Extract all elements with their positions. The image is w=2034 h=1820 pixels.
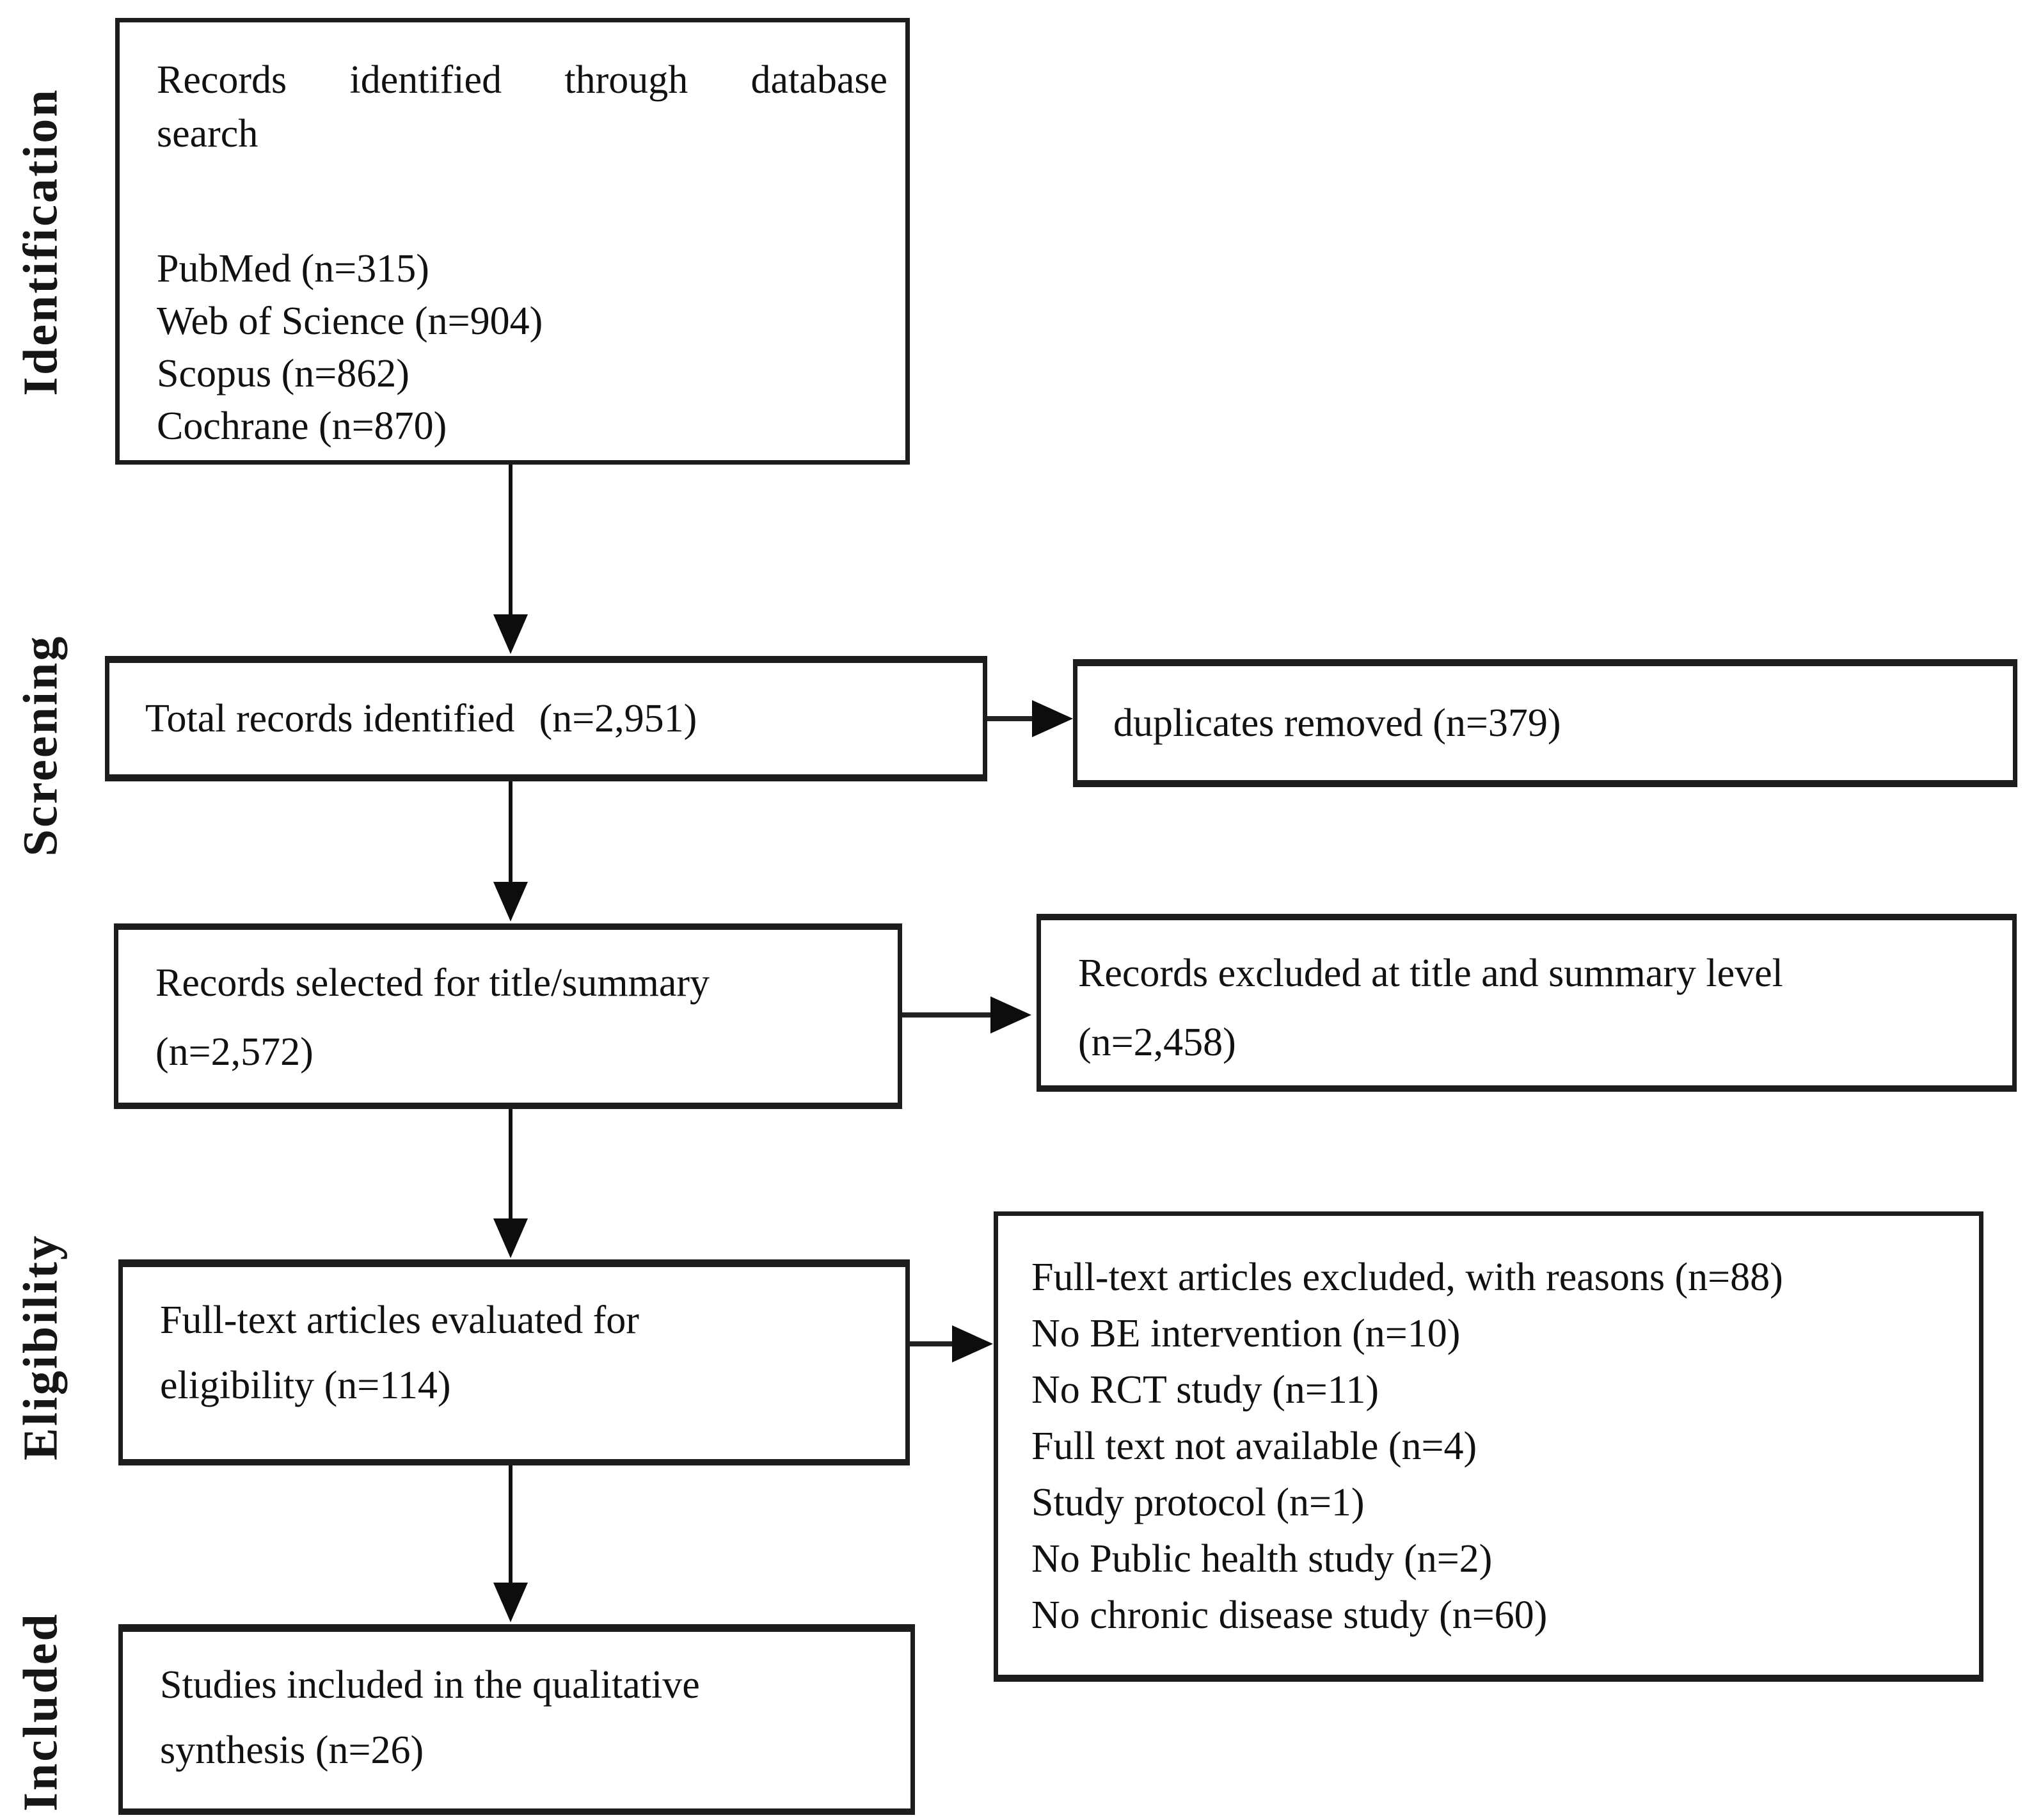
arrowhead-right-selected-to-excluded [990,996,1031,1034]
exclusion-reason-no-be: No BE intervention (n=10) [1031,1312,1461,1355]
stage-label-screening: Screening [13,634,68,857]
fulltext-evaluated-line1: Full-text articles evaluated for [160,1298,639,1342]
box-duplicates-removed: duplicates removed (n=379) [1073,659,2017,787]
source-pubmed: PubMed (n=315) [157,247,429,291]
source-web-of-science: Web of Science (n=904) [157,299,543,343]
total-records-label: Total records identified [145,697,515,740]
box-fulltext-excluded-reasons: Full-text articles excluded, with reason… [994,1211,1983,1682]
exclusion-reason-no-public-health: No Public health study (n=2) [1031,1537,1493,1581]
box-fulltext-evaluated: Full-text articles evaluated for eligibi… [118,1259,910,1465]
total-records-count: (n=2,951) [539,697,697,740]
duplicates-removed-label: duplicates removed (n=379) [1113,701,1561,745]
studies-included-count: synthesis (n=26) [160,1728,424,1772]
arrowhead-right-fulltext-to-reasons [952,1325,993,1362]
arrow-line-fulltext-to-reasons [910,1341,953,1346]
arrowhead-down-selected-to-fulltext [493,1218,528,1258]
exclusion-reason-no-chronic: No chronic disease study (n=60) [1031,1593,1548,1637]
exclusion-reason-protocol: Study protocol (n=1) [1031,1481,1365,1524]
arrow-line-identified-to-total [509,465,512,614]
box-total-records: Total records identified (n=2,951) [105,656,987,781]
source-scopus: Scopus (n=862) [157,352,409,395]
arrow-line-fulltext-to-included [509,1465,512,1583]
box-excluded-title-summary: Records excluded at title and summary le… [1037,914,2017,1092]
exclusion-reason-no-fulltext: Full text not available (n=4) [1031,1425,1477,1468]
exclusion-reason-total: Full-text articles excluded, with reason… [1031,1256,1783,1299]
arrowhead-down-total-to-selected [493,882,528,922]
box-studies-included: Studies included in the qualitative synt… [118,1624,915,1815]
studies-included-line1: Studies included in the qualitative [160,1663,700,1707]
excluded-title-summary-count: (n=2,458) [1078,1021,1236,1064]
source-cochrane: Cochrane (n=870) [157,404,447,448]
arrow-line-selected-to-fulltext [509,1109,512,1219]
fulltext-evaluated-count: eligibility (n=114) [160,1364,451,1407]
arrowhead-down-fulltext-to-included [493,1583,528,1622]
database-source-list: PubMed (n=315) Web of Science (n=904) Sc… [157,243,887,452]
records-selected-line1: Records selected for title/summary [155,961,710,1005]
stage-label-included: Included [13,1612,68,1812]
records-identified-title-line2: search [157,112,258,156]
arrow-line-selected-to-excluded [902,1012,992,1018]
arrowhead-right-total-to-duplicates [1032,700,1073,737]
arrow-line-total-to-selected [509,781,512,882]
stage-label-eligibility: Eligibility [13,1234,68,1460]
exclusion-reason-no-rct: No RCT study (n=11) [1031,1368,1379,1412]
records-selected-count: (n=2,572) [155,1030,314,1074]
box-records-identified: Records identified through database sear… [115,18,910,465]
records-identified-title-line1: Records identified through database [157,58,887,102]
arrowhead-down-identified-to-total [493,614,528,654]
excluded-title-summary-line1: Records excluded at title and summary le… [1078,952,1783,995]
arrow-line-total-to-duplicates [987,716,1033,721]
stage-label-identification: Identification [13,88,68,396]
box-records-selected: Records selected for title/summary (n=2,… [114,923,902,1109]
